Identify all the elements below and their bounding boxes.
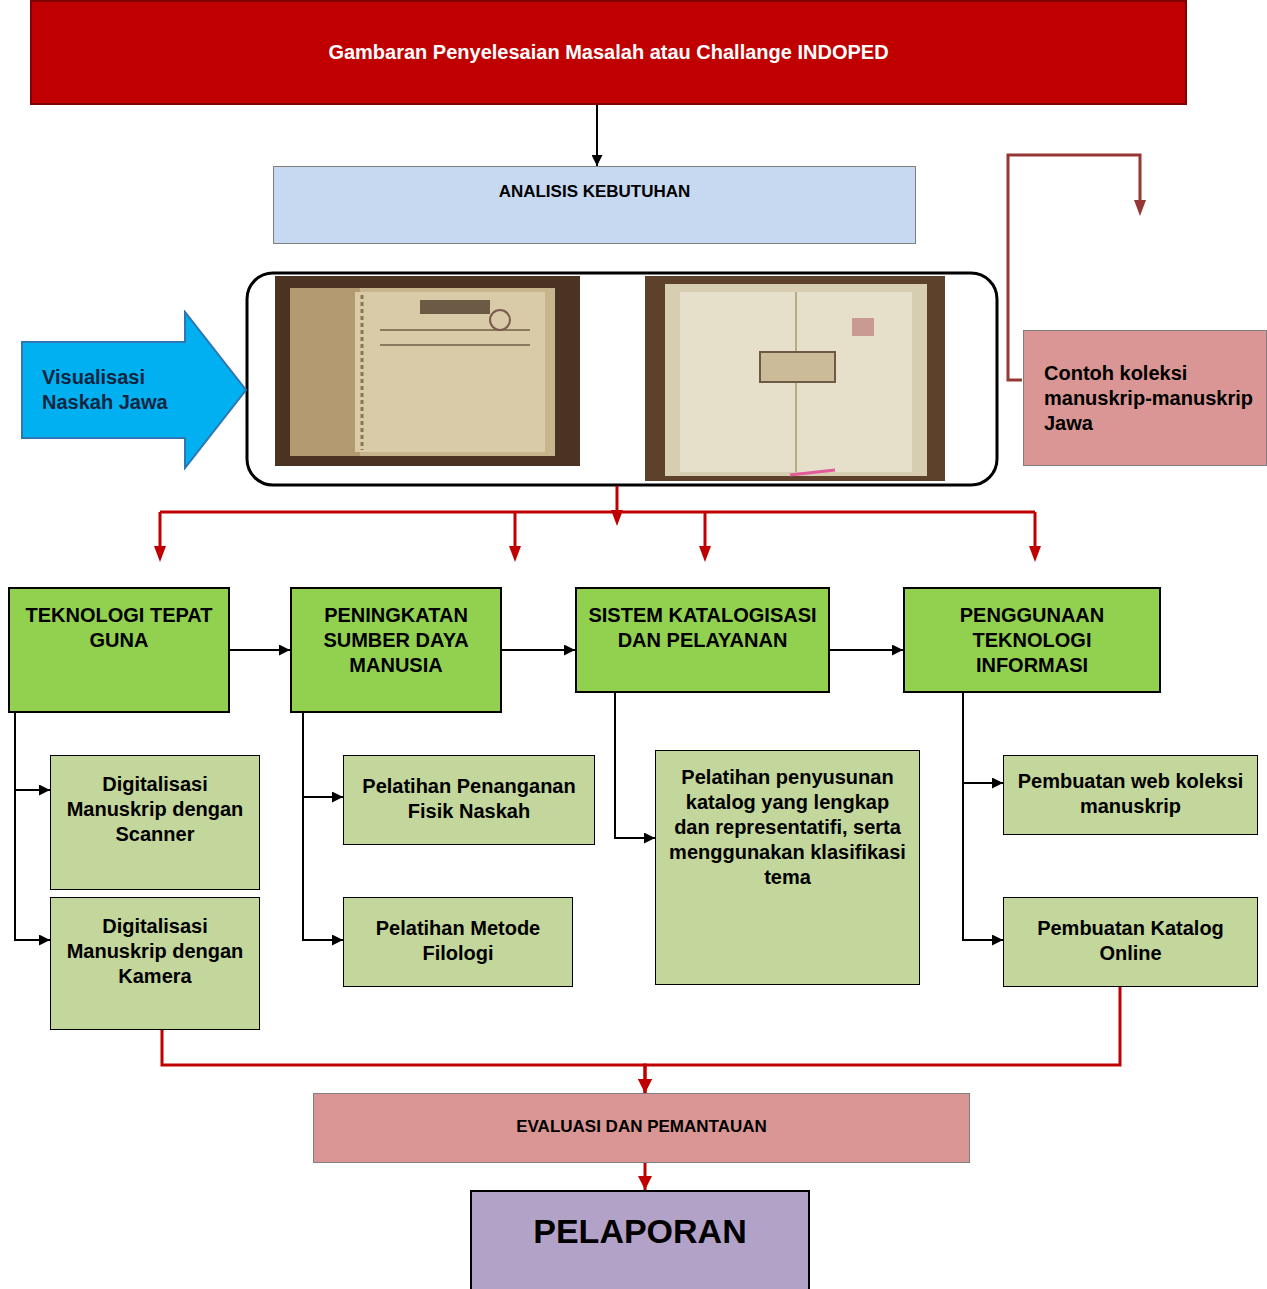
note-box: Contoh koleksi manuskrip-manuskrip Jawa <box>1023 330 1267 466</box>
connector-arrow <box>645 987 1120 1093</box>
node-label: Pembuatan Katalog Online <box>1014 916 1247 966</box>
node-label: Pelatihan Metode Filologi <box>354 916 562 966</box>
node-label: PENGGUNAAN TEKNOLOGI INFORMASI <box>915 603 1149 678</box>
connector-arrow <box>830 649 903 651</box>
activity-box: Pelatihan Penanganan Fisik Naskah <box>343 755 595 845</box>
manuscript-photo <box>645 276 945 481</box>
connector-arrow <box>15 713 50 940</box>
category-box: SISTEM KATALOGISASI DAN PELAYANAN <box>575 587 830 693</box>
node-label: ANALISIS KEBUTUHAN <box>284 181 905 202</box>
node-label: PENINGKATAN SUMBER DAYA MANUSIA <box>302 603 490 678</box>
process-box: ANALISIS KEBUTUHAN <box>273 166 916 244</box>
title-band: Gambaran Penyelesaian Masalah atau Chall… <box>30 0 1187 105</box>
category-box: PENGGUNAAN TEKNOLOGI INFORMASI <box>903 587 1161 693</box>
connector-arrow <box>303 713 343 940</box>
node-label: TEKNOLOGI TEPAT GUNA <box>20 603 218 653</box>
connector-arrow <box>15 713 50 790</box>
node-label: Pelatihan Penanganan Fisik Naskah <box>354 774 584 824</box>
activity-box: Pembuatan Katalog Online <box>1003 897 1258 987</box>
photo-frame <box>247 273 997 485</box>
category-box: PENINGKATAN SUMBER DAYA MANUSIA <box>290 587 502 713</box>
split-connector <box>160 486 1035 548</box>
connector-arrow <box>963 693 1003 783</box>
node-label: SISTEM KATALOGISASI DAN PELAYANAN <box>587 603 818 653</box>
connector-arrow <box>502 649 575 651</box>
connector-arrow <box>644 1163 647 1190</box>
category-box: TEKNOLOGI TEPAT GUNA <box>8 587 230 713</box>
connector-arrow <box>596 105 598 166</box>
node-label: Pembuatan web koleksi manuskrip <box>1014 769 1247 819</box>
connector-arrow <box>303 713 343 797</box>
node-label: EVALUASI DAN PEMANTAUAN <box>324 1116 959 1137</box>
node-label: Gambaran Penyelesaian Masalah atau Chall… <box>42 40 1175 65</box>
manuscript-photo <box>275 276 580 466</box>
arrow-shape <box>20 310 248 470</box>
node-label: Pelatihan penyusunan katalog yang lengka… <box>666 765 909 890</box>
connector-arrow <box>963 693 1003 940</box>
node-label: Digitalisasi Manuskrip dengan Kamera <box>61 914 249 989</box>
connector-arrow <box>615 693 655 838</box>
activity-box: Digitalisasi Manuskrip dengan Scanner <box>50 755 260 890</box>
node-label: Digitalisasi Manuskrip dengan Scanner <box>61 772 249 847</box>
split-arrowheads <box>154 510 1041 562</box>
terminal-box: PELAPORAN <box>470 1190 810 1289</box>
activity-box: Pelatihan Metode Filologi <box>343 897 573 987</box>
node-label: Visualisasi Naskah Jawa <box>42 365 186 415</box>
connector-arrow <box>230 649 290 651</box>
activity-box: Pelatihan penyusunan katalog yang lengka… <box>655 750 920 985</box>
node-label: PELAPORAN <box>482 1210 798 1253</box>
process-box: EVALUASI DAN PEMANTAUAN <box>313 1093 970 1163</box>
arrow-callout: Visualisasi Naskah Jawa <box>20 310 248 470</box>
node-label: Contoh koleksi manuskrip-manuskrip Jawa <box>1044 361 1254 436</box>
activity-box: Pembuatan web koleksi manuskrip <box>1003 755 1258 835</box>
connector-arrow <box>162 1030 645 1093</box>
activity-box: Digitalisasi Manuskrip dengan Kamera <box>50 897 260 1030</box>
